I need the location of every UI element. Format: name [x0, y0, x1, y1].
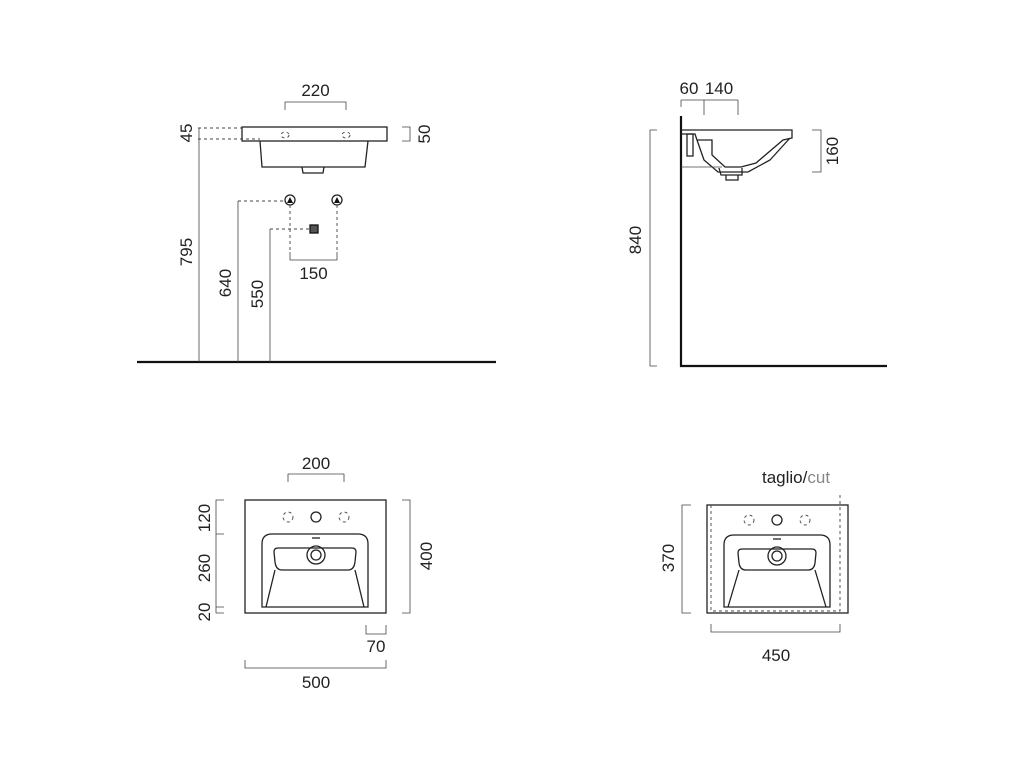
basin-rim [241, 126, 388, 142]
supply-left-arrow [287, 197, 293, 203]
dim-220: 220 [301, 81, 329, 100]
dim-370: 370 [659, 544, 678, 572]
drain-outer-icon [306, 545, 326, 565]
tap-hole-center-icon [771, 514, 783, 526]
dim-70: 70 [367, 637, 386, 656]
wall-bracket [686, 133, 694, 157]
tap-hole-right [341, 131, 351, 139]
dim-line-220 [284, 101, 347, 110]
drain-outer-icon [767, 546, 787, 566]
supply-right-arrow [334, 197, 340, 203]
tap-hole-left-icon [282, 511, 294, 523]
dim-400: 400 [417, 542, 436, 570]
dim-20: 20 [195, 603, 214, 622]
dim-795: 795 [177, 238, 196, 266]
cut-label: taglio/cut [762, 468, 830, 487]
tap-hole-right-icon [799, 514, 811, 526]
drain-inner-icon [771, 550, 783, 562]
dim-line-200 [287, 473, 345, 482]
dim-line-400 [402, 499, 411, 614]
dim-550: 550 [248, 280, 267, 308]
basin-outline [244, 499, 387, 614]
drain-outlet-icon [309, 224, 319, 234]
dim-140: 140 [705, 79, 733, 98]
dim-260: 260 [195, 554, 214, 582]
dim-line-60-140 [680, 99, 739, 115]
dim-60: 60 [680, 79, 699, 98]
dim-160: 160 [823, 137, 842, 165]
dim-45: 45 [177, 124, 196, 143]
drain-inner-icon [310, 549, 322, 561]
plan-view: 200 120 260 20 400 70 500 [195, 454, 436, 692]
basin-profile [681, 129, 793, 168]
dim-line-450 [710, 624, 841, 633]
tap-hole-right-icon [338, 511, 350, 523]
dim-line-150 [289, 252, 338, 261]
basin-cut-outline [706, 504, 849, 614]
dim-line-500 [244, 660, 387, 669]
cut-label-main: taglio/ [762, 468, 808, 487]
basin-inner-bowl [737, 548, 817, 571]
dim-120: 120 [195, 504, 214, 532]
basin-inner-slope [727, 569, 827, 608]
dim-line-370 [681, 504, 691, 614]
cut-view: taglio/cut 370 450 [659, 468, 849, 665]
front-elevation-view: 220 45 795 50 640 550 150 [137, 81, 496, 364]
basin-drain-stub [301, 166, 325, 174]
cut-line [710, 492, 841, 612]
siphon [718, 167, 743, 181]
cut-label-alt: cut [807, 468, 830, 487]
basin-profile-outer [696, 137, 791, 173]
basin-bowl-outline [261, 533, 369, 608]
dim-line-70 [365, 625, 387, 635]
dim-line-840 [649, 129, 657, 367]
dim-500: 500 [302, 673, 330, 692]
dim-200: 200 [302, 454, 330, 473]
tap-hole-left [280, 131, 290, 139]
dim-line-left-stack [215, 499, 224, 614]
basin-bowl-outline [723, 534, 831, 608]
dim-450: 450 [762, 646, 790, 665]
basin-inner-bowl [273, 547, 357, 571]
dim-150: 150 [299, 264, 327, 283]
wall-and-floor [679, 116, 887, 368]
dim-640: 640 [216, 269, 235, 297]
basin-bowl [259, 140, 369, 168]
dim-line-160 [812, 129, 822, 173]
dim-840: 840 [626, 226, 645, 254]
dim-50: 50 [415, 125, 434, 144]
tap-hole-left-icon [743, 514, 755, 526]
dim-line-50 [402, 126, 411, 142]
side-elevation-view: 60 140 160 840 [626, 79, 887, 368]
basin-inner-slope [265, 569, 365, 608]
tap-hole-center-icon [310, 511, 322, 523]
